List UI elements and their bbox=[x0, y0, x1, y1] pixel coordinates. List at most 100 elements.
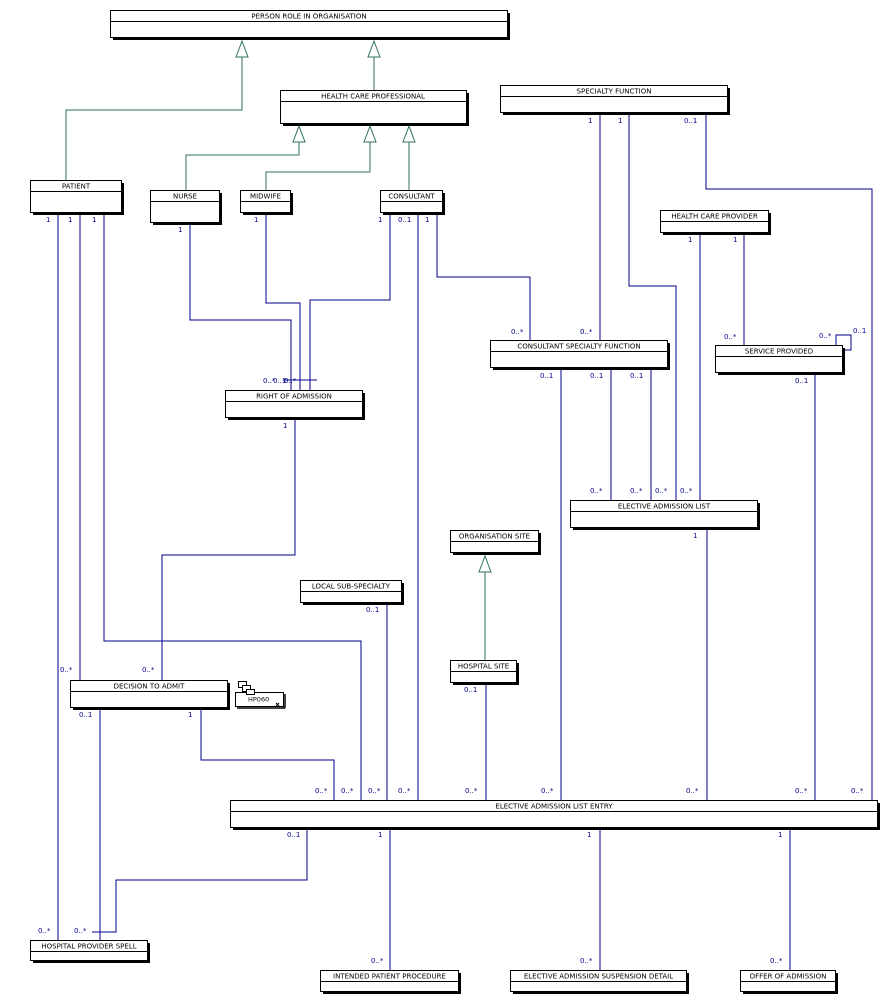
generalization-lines bbox=[65, 54, 486, 660]
multiplicity: 1 bbox=[688, 236, 692, 244]
multiplicity: 0..* bbox=[770, 957, 783, 965]
entity-health-care-professional[interactable]: HEALTH CARE PROFESSIONAL bbox=[280, 90, 470, 127]
multiplicity-labels: 1 1 0..1 1 1 1 1 1 1 0..1 1 1 1 0..* 0..… bbox=[38, 117, 866, 965]
entity-consultant[interactable]: CONSULTANT bbox=[380, 190, 446, 216]
entity-patient[interactable]: PATIENT bbox=[30, 180, 125, 216]
multiplicity: 1 bbox=[378, 831, 382, 839]
multiplicity: 0..1 bbox=[540, 372, 553, 380]
entity-title: ELECTIVE ADMISSION LIST ENTRY bbox=[495, 803, 613, 811]
multiplicity: 1 bbox=[283, 422, 287, 430]
multiplicity: 1 bbox=[254, 216, 258, 224]
multiplicity: 0..* bbox=[686, 787, 699, 795]
entity-hospital-provider-spell[interactable]: HOSPITAL PROVIDER SPELL bbox=[30, 940, 151, 964]
entity-title: RIGHT OF ADMISSION bbox=[256, 393, 332, 401]
multiplicity: 0..* bbox=[315, 787, 328, 795]
entity-title: HEALTH CARE PROFESSIONAL bbox=[321, 93, 425, 101]
entity-health-care-provider[interactable]: HEALTH CARE PROVIDER bbox=[660, 210, 772, 236]
multiplicity: 0..1 bbox=[590, 372, 603, 380]
entity-title: CONSULTANT SPECIALTY FUNCTION bbox=[517, 343, 640, 351]
package-reference-hp060[interactable]: HP060 bbox=[235, 681, 286, 709]
entity-title: LOCAL SUB-SPECIALTY bbox=[312, 583, 391, 591]
multiplicity: 0..1 bbox=[287, 831, 300, 839]
multiplicity: 0..* bbox=[60, 666, 73, 674]
multiplicity: 0..* bbox=[74, 927, 87, 935]
entity-service-provided[interactable]: SERVICE PROVIDED bbox=[715, 345, 846, 376]
entity-title: NURSE bbox=[173, 193, 197, 201]
entity-hospital-site[interactable]: HOSPITAL SITE bbox=[450, 660, 520, 686]
multiplicity: 0..* bbox=[368, 787, 381, 795]
multiplicity: 1 bbox=[68, 216, 72, 224]
entity-elective-admission-suspension-detail[interactable]: ELECTIVE ADMISSION SUSPENSION DETAIL bbox=[510, 970, 690, 995]
multiplicity: 0..* bbox=[795, 787, 808, 795]
multiplicity: 0..* bbox=[724, 333, 737, 341]
multiplicity: 0..* bbox=[398, 787, 411, 795]
entity-title: OFFER OF ADMISSION bbox=[750, 973, 827, 981]
entity-title: ELECTIVE ADMISSION LIST bbox=[618, 503, 711, 511]
multiplicity: 1 bbox=[778, 831, 782, 839]
multiplicity: 0..1 bbox=[366, 606, 379, 614]
multiplicity: 0..1 bbox=[273, 377, 286, 385]
multiplicity: 0..* bbox=[511, 328, 524, 336]
multiplicity: 0..1 bbox=[795, 377, 808, 385]
entity-title: INTENDED PATIENT PROCEDURE bbox=[333, 973, 446, 981]
multiplicity: 1 bbox=[618, 117, 622, 125]
entity-title: HOSPITAL SITE bbox=[458, 663, 509, 671]
package-label: HP060 bbox=[248, 696, 269, 704]
entity-title: HOSPITAL PROVIDER SPELL bbox=[41, 943, 136, 951]
association-lines bbox=[57, 114, 873, 970]
entity-nurse[interactable]: NURSE bbox=[150, 190, 223, 226]
multiplicity: 0..* bbox=[580, 957, 593, 965]
multiplicity: 0..* bbox=[142, 666, 155, 674]
entity-title: DECISION TO ADMIT bbox=[114, 683, 186, 691]
multiplicity: 0..1 bbox=[853, 327, 866, 335]
generalization-arrowheads bbox=[235, 39, 492, 573]
multiplicity: 1 bbox=[178, 226, 182, 234]
entity-organisation-site[interactable]: ORGANISATION SITE bbox=[450, 530, 542, 556]
multiplicity: 0..* bbox=[630, 487, 643, 495]
entity-midwife[interactable]: MIDWIFE bbox=[240, 190, 294, 216]
multiplicity: 0..* bbox=[263, 377, 276, 385]
multiplicity: 0..* bbox=[580, 328, 593, 336]
entity-elective-admission-list[interactable]: ELECTIVE ADMISSION LIST bbox=[570, 500, 761, 531]
multiplicity: 0..1 bbox=[79, 711, 92, 719]
multiplicity: 0..1 bbox=[398, 216, 411, 224]
multiplicity: 1 bbox=[188, 711, 192, 719]
multiplicity: 1 bbox=[46, 216, 50, 224]
multiplicity: 0..* bbox=[655, 487, 668, 495]
entity-title: SERVICE PROVIDED bbox=[745, 348, 813, 356]
entity-title: CONSULTANT bbox=[388, 193, 435, 201]
multiplicity: 0..* bbox=[851, 787, 864, 795]
multiplicity: 0..* bbox=[680, 487, 693, 495]
entity-title: ORGANISATION SITE bbox=[459, 533, 530, 541]
entity-person-role-in-organisation[interactable]: PERSON ROLE IN ORGANISATION bbox=[110, 10, 511, 41]
package-icon bbox=[238, 681, 255, 695]
multiplicity: 1 bbox=[588, 117, 592, 125]
multiplicity: 0..1 bbox=[630, 372, 643, 380]
entity-title: MIDWIFE bbox=[250, 193, 281, 201]
entity-decision-to-admit[interactable]: DECISION TO ADMIT bbox=[70, 680, 231, 711]
entity-intended-patient-procedure[interactable]: INTENDED PATIENT PROCEDURE bbox=[320, 970, 462, 995]
multiplicity: 0..1 bbox=[684, 117, 697, 125]
multiplicity: 1 bbox=[92, 216, 96, 224]
entity-title: ELECTIVE ADMISSION SUSPENSION DETAIL bbox=[524, 973, 673, 981]
entity-elective-admission-list-entry[interactable]: ELECTIVE ADMISSION LIST ENTRY bbox=[230, 800, 881, 831]
entity-local-sub-specialty[interactable]: LOCAL SUB-SPECIALTY bbox=[300, 580, 405, 606]
entity-right-of-admission[interactable]: RIGHT OF ADMISSION bbox=[225, 390, 366, 421]
multiplicity: 0..* bbox=[465, 787, 478, 795]
entity-offer-of-admission[interactable]: OFFER OF ADMISSION bbox=[740, 970, 839, 995]
entity-consultant-specialty-function[interactable]: CONSULTANT SPECIALTY FUNCTION bbox=[490, 340, 671, 371]
entity-title: HEALTH CARE PROVIDER bbox=[671, 213, 758, 221]
multiplicity: 1 bbox=[733, 236, 737, 244]
multiplicity: 1 bbox=[693, 532, 697, 540]
multiplicity: 0..* bbox=[284, 377, 297, 385]
multiplicity: 0..* bbox=[819, 332, 832, 340]
multiplicity: 1 bbox=[587, 831, 591, 839]
multiplicity: 1 bbox=[425, 216, 429, 224]
multiplicity: 0..* bbox=[541, 787, 554, 795]
entity-title: SPECIALTY FUNCTION bbox=[577, 88, 652, 96]
entity-specialty-function[interactable]: SPECIALTY FUNCTION bbox=[500, 85, 731, 116]
multiplicity: 0..1 bbox=[464, 686, 477, 694]
multiplicity: 0..* bbox=[38, 927, 51, 935]
multiplicity: 1 bbox=[378, 216, 382, 224]
